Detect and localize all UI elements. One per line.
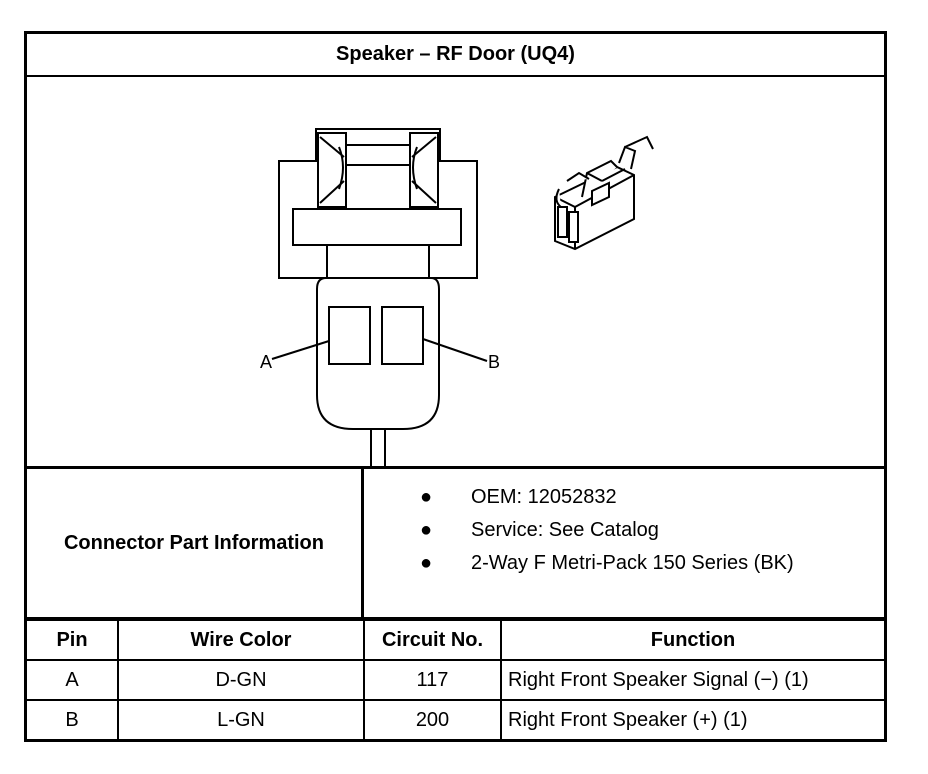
connector-part-info: Connector Part Information ● OEM: 1205283… xyxy=(27,469,884,619)
cell-wire-color: D-GN xyxy=(117,659,365,701)
connector-iso-view xyxy=(554,135,654,251)
pin-a-label: A xyxy=(260,352,272,372)
cell-pin: A xyxy=(27,659,119,701)
connector-drawing: A B xyxy=(260,128,654,469)
cell-wire-color: L-GN xyxy=(117,699,365,740)
connector-part-info-label: Connector Part Information xyxy=(27,469,364,617)
bullet-icon: ● xyxy=(420,552,433,574)
connector-sheet: Speaker – RF Door (UQ4) xyxy=(24,31,887,742)
table-header-row: Pin Wire Color Circuit No. Function xyxy=(27,619,884,661)
table-row: B L-GN 200 Right Front Speaker (+) (1) xyxy=(27,699,884,740)
cell-circuit: 117 xyxy=(363,659,502,701)
page-title: Speaker – RF Door (UQ4) xyxy=(27,34,884,77)
info-service: Service: See Catalog xyxy=(471,519,659,541)
table-row: A D-GN 117 Right Front Speaker Signal (−… xyxy=(27,659,884,701)
cell-circuit: 200 xyxy=(363,699,502,740)
header-circuit-no: Circuit No. xyxy=(363,619,502,661)
pin-table: Pin Wire Color Circuit No. Function A D-… xyxy=(27,619,884,740)
list-item: ● 2-Way F Metri-Pack 150 Series (BK) xyxy=(364,547,884,580)
cell-pin: B xyxy=(27,699,119,740)
connector-part-info-list: ● OEM: 12052832 ● Service: See Catalog ● 2-… xyxy=(364,469,884,629)
info-description: 2-Way F Metri-Pack 150 Series (BK) xyxy=(471,552,794,574)
cell-function: Right Front Speaker (+) (1) xyxy=(500,699,884,740)
header-function: Function xyxy=(500,619,884,661)
pin-b-label: B xyxy=(488,352,500,372)
info-oem: OEM: 12052832 xyxy=(471,486,617,508)
connector-figure: A B xyxy=(27,77,884,469)
bullet-icon: ● xyxy=(420,486,433,508)
bullet-icon: ● xyxy=(420,519,433,541)
header-wire-color: Wire Color xyxy=(117,619,365,661)
header-pin: Pin xyxy=(27,619,119,661)
cell-function: Right Front Speaker Signal (−) (1) xyxy=(500,659,884,701)
list-item: ● OEM: 12052832 xyxy=(364,481,884,514)
list-item: ● Service: See Catalog xyxy=(364,514,884,547)
